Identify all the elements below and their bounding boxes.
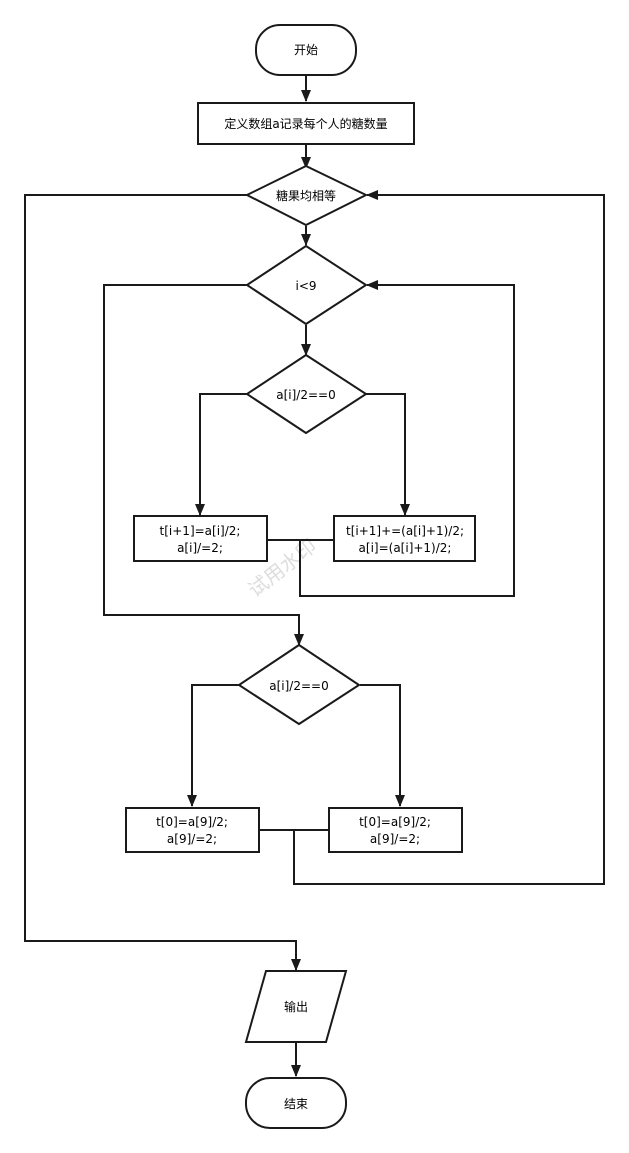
odd-branch-1-process: t[i+1]+=(a[i]+1)/2; a[i]=(a[i]+1)/2; (333, 515, 476, 562)
even-branch-2-line-1: t[0]=a[9]/2; (156, 815, 228, 829)
end-terminal: 结束 (245, 1077, 347, 1129)
edge-all-equal-exit (24, 194, 301, 971)
even-branch-1-process: t[i+1]=a[i]/2; a[i]/=2; (133, 515, 268, 562)
define-process: 定义数组a记录每个人的糖数量 (197, 102, 415, 145)
even-branch-1-line-1: t[i+1]=a[i]/2; (160, 524, 241, 538)
define-label: 定义数组a记录每个人的糖数量 (224, 116, 387, 131)
edge-loop-back (299, 280, 515, 597)
edge-check1-no (366, 393, 410, 516)
odd-branch-2-line-2: a[9]/=2; (370, 832, 420, 846)
output-io: 输出 (244, 970, 348, 1043)
loop-condition-decision: i<9 (245, 244, 368, 326)
even-check-1-label: a[i]/2==0 (276, 388, 335, 402)
even-check-2-decision: a[i]/2==0 (237, 643, 361, 726)
even-check-1-decision: a[i]/2==0 (245, 353, 368, 435)
end-label: 结束 (284, 1097, 308, 1111)
all-equal-label: 糖果均相等 (276, 188, 336, 203)
output-label: 输出 (284, 999, 308, 1014)
even-branch-2-process: t[0]=a[9]/2; a[9]/=2; (125, 807, 260, 853)
edge-check2-no (360, 684, 405, 807)
odd-branch-2-line-1: t[0]=a[9]/2; (359, 815, 431, 829)
odd-branch-1-line-2: a[i]=(a[i]+1)/2; (359, 541, 452, 555)
edge-check1-yes (195, 393, 247, 516)
start-label: 开始 (294, 43, 318, 57)
loop-condition-label: i<9 (295, 279, 316, 293)
even-branch-2-line-2: a[9]/=2; (167, 832, 217, 846)
edge-loop-exit (103, 284, 304, 646)
edge-check2-yes (187, 684, 239, 807)
all-equal-decision: 糖果均相等 (244, 164, 369, 227)
edge-outer-loop-back (293, 190, 605, 885)
odd-branch-1-line-1: t[i+1]+=(a[i]+1)/2; (346, 524, 464, 538)
odd-branch-2-process: t[0]=a[9]/2; a[9]/=2; (328, 807, 463, 853)
start-terminal: 开始 (255, 24, 357, 76)
even-branch-1-line-2: a[i]/=2; (177, 541, 223, 555)
even-check-2-label: a[i]/2==0 (269, 679, 328, 693)
